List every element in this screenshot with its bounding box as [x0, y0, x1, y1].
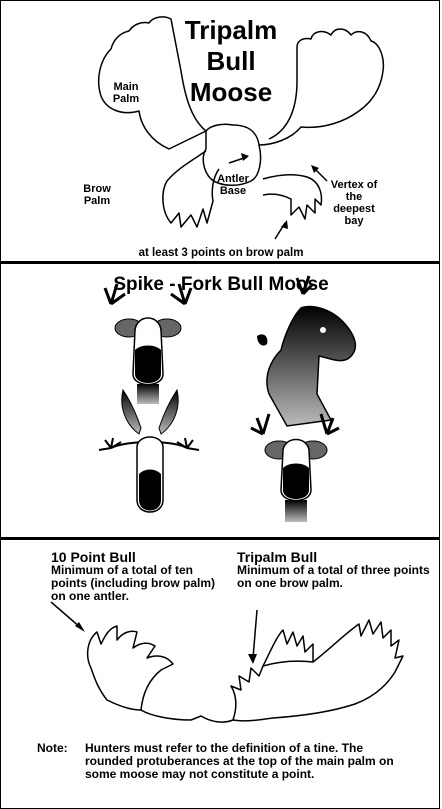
tripalm-title-line-1: Tripalm [171, 15, 291, 46]
main-palm-label: Main Palm [105, 81, 147, 105]
comparison-panel: 10 Point Bull Minimum of a total of ten … [0, 538, 440, 809]
tripalm-panel: Tripalm Bull Moose Main Palm Brow Palm A… [0, 0, 440, 262]
brow-palm-label: Brow Palm [77, 183, 117, 207]
moose-head-front-3 [251, 414, 339, 522]
antler-base-label: Antler Base [209, 173, 257, 197]
tripalm-title-line-2: Bull [171, 46, 291, 77]
tripalm-title-line-3: Moose [171, 77, 291, 108]
note-label: Note: [37, 742, 81, 755]
tripalm-caption: at least 3 points on brow palm [1, 247, 440, 259]
moose-head-side [257, 276, 355, 426]
vertex-label: Vertex of the deepest bay [327, 179, 381, 227]
moose-head-front-2 [99, 390, 199, 512]
note-text: Hunters must refer to the definition of … [85, 742, 405, 781]
moose-heads-illustration [1, 264, 440, 538]
tripalm-title: Tripalm Bull Moose [171, 15, 291, 108]
moose-head-front-1 [105, 284, 191, 404]
spike-fork-panel: Spike - Fork Bull Moose [0, 262, 440, 538]
